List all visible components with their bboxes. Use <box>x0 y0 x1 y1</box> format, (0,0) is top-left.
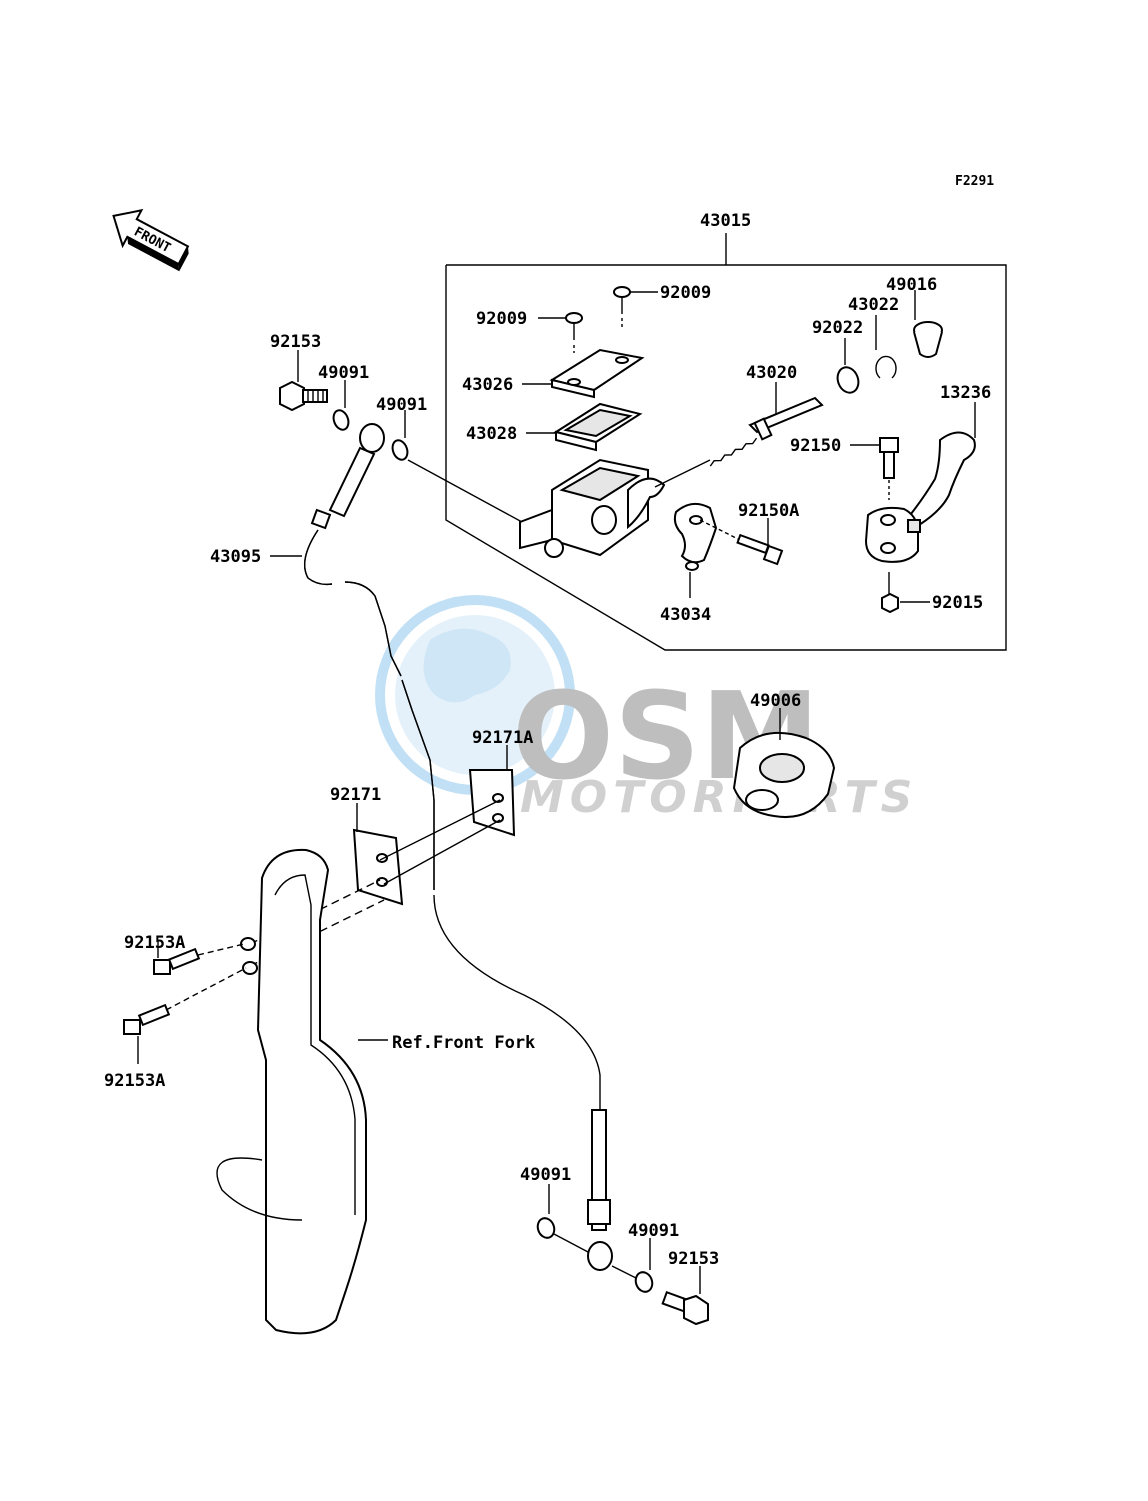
label-49006: 49006 <box>750 691 801 711</box>
circlip-43022 <box>875 355 897 379</box>
label-49016: 49016 <box>886 275 937 295</box>
label-92171: 92171 <box>330 785 381 805</box>
banjo-bolt-92153-top <box>279 380 328 412</box>
label-92171A: 92171A <box>472 728 533 748</box>
diaphragm-43028 <box>553 402 643 452</box>
label-43034: 43034 <box>660 605 711 625</box>
watermark: OSM MOTORPARTS <box>375 595 918 823</box>
diagram-code: F2291 <box>955 174 994 189</box>
clamp-43034 <box>673 502 718 571</box>
label-13236: 13236 <box>940 383 991 403</box>
label-43026: 43026 <box>462 375 513 395</box>
label-92150A: 92150A <box>738 501 799 521</box>
watermark-sub: MOTORPARTS <box>520 772 918 823</box>
front-fork <box>216 848 367 1335</box>
hose-clamp-92171 <box>352 828 404 906</box>
lever-13236 <box>864 431 976 563</box>
boot-49016 <box>913 321 943 358</box>
label-92153-top: 92153 <box>270 332 321 352</box>
label-43028: 43028 <box>466 424 517 444</box>
piston-kit-43020 <box>709 396 824 467</box>
label-43015: 43015 <box>700 211 751 231</box>
screw-92009-a <box>565 312 583 353</box>
banjo-bolt-92153-bottom <box>661 1290 709 1326</box>
reservoir-cap-43026 <box>549 348 645 399</box>
label-92150: 92150 <box>790 436 841 456</box>
label-92009-a: 92009 <box>476 309 527 329</box>
label-49091-top-1: 49091 <box>318 363 369 383</box>
label-92153A-2: 92153A <box>104 1071 165 1091</box>
label-43022: 43022 <box>848 295 899 315</box>
front-arrow-icon: FRONT <box>112 208 190 272</box>
pivot-bolt-92150 <box>879 437 899 500</box>
label-92022: 92022 <box>812 318 863 338</box>
washer-49091-top-2 <box>391 439 409 461</box>
washer-49091-bot-1 <box>536 1217 556 1239</box>
screw-92009-b <box>613 286 631 330</box>
label-92009-b: 92009 <box>660 283 711 303</box>
label-92153A-1: 92153A <box>124 933 185 953</box>
ref-front-fork: Ref.Front Fork <box>392 1033 535 1053</box>
washer-49091-bot-2 <box>634 1271 654 1293</box>
guard-49006 <box>732 731 836 818</box>
nut-92015 <box>881 592 899 614</box>
washer-92022 <box>836 366 860 394</box>
label-92153-bottom: 92153 <box>668 1249 719 1269</box>
label-49091-bot-1: 49091 <box>520 1165 571 1185</box>
label-43095: 43095 <box>210 547 261 567</box>
washer-49091-top-1 <box>332 409 350 431</box>
hose-clamp-92171A <box>468 769 516 837</box>
label-49091-top-2: 49091 <box>376 395 427 415</box>
clamp-bolt-92150A <box>736 533 784 566</box>
master-cylinder-body <box>519 458 666 558</box>
label-49091-bot-2: 49091 <box>628 1221 679 1241</box>
fork-bolt-92153A-1 <box>153 947 201 975</box>
label-92015: 92015 <box>932 593 983 613</box>
brake-hose-43095 <box>304 423 613 1271</box>
label-43020: 43020 <box>746 363 797 383</box>
fork-bolt-92153A-2 <box>123 1003 171 1035</box>
assembly-box <box>445 264 1007 651</box>
